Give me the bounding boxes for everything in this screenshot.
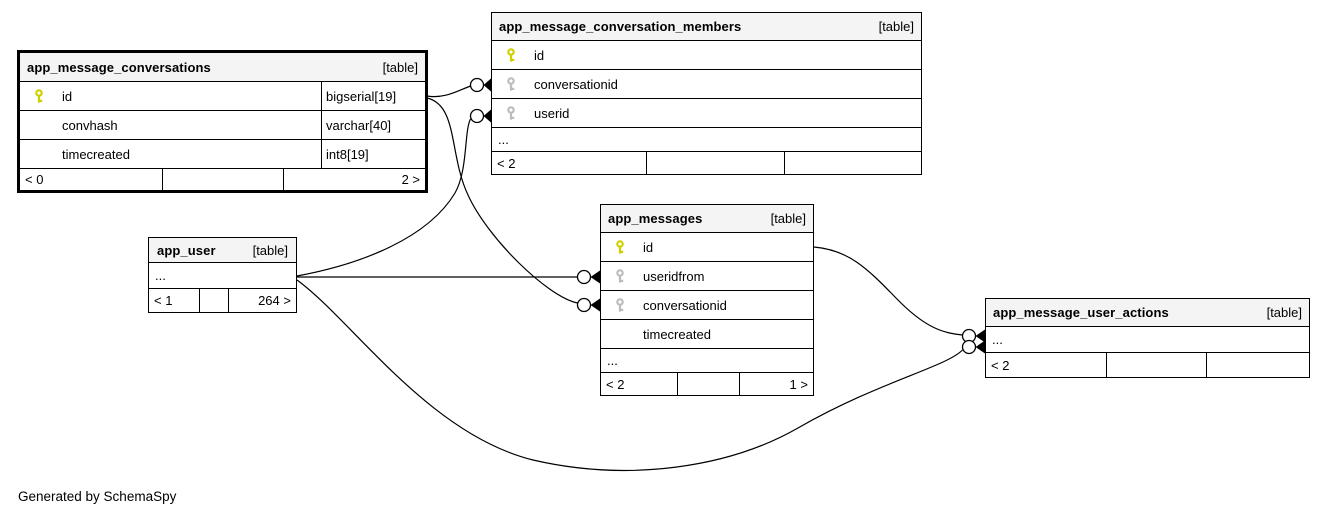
footer-child-count: 1 > xyxy=(738,373,813,395)
foreign-key-icon xyxy=(601,268,643,284)
relationship-line xyxy=(426,97,578,304)
column-row: userid xyxy=(492,99,921,128)
table-app-messages[interactable]: app_messages [table] id useridfrom conve… xyxy=(600,204,814,396)
column-row: id xyxy=(601,233,813,262)
table-app-message-conversation-members[interactable]: app_message_conversation_members [table]… xyxy=(491,12,922,175)
column-row: conversationid xyxy=(492,70,921,99)
column-name: timecreated xyxy=(643,326,711,342)
footer-spacer xyxy=(677,373,738,395)
table-footer: < 2 xyxy=(492,152,921,174)
column-name: id xyxy=(62,88,73,104)
primary-key-icon xyxy=(492,47,534,63)
table-footer: < 2 1 > xyxy=(601,373,813,395)
column-row: timecreated xyxy=(601,320,813,349)
zero-or-one-circle xyxy=(469,108,485,124)
table-tag: [table] xyxy=(382,59,418,75)
table-footer: < 2 xyxy=(986,353,1309,377)
relationship-line xyxy=(296,118,472,277)
footer-parent-count: < 2 xyxy=(497,155,516,171)
table-header: app_message_user_actions [table] xyxy=(986,299,1309,327)
table-tag: [table] xyxy=(1266,305,1302,320)
footer-child-count xyxy=(783,152,921,174)
foreign-key-icon xyxy=(492,76,534,92)
column-type: int8[19] xyxy=(321,140,425,168)
zero-or-one-circle xyxy=(576,297,592,313)
table-name[interactable]: app_messages xyxy=(608,211,703,226)
footer-spacer xyxy=(161,169,284,190)
crow-foot-arrow xyxy=(483,109,491,123)
table-name[interactable]: app_message_conversation_members xyxy=(499,19,742,34)
footer-spacer xyxy=(1105,353,1206,377)
relationship-line xyxy=(813,246,963,336)
table-name[interactable]: app_message_user_actions xyxy=(993,305,1169,320)
table-name[interactable]: app_user xyxy=(157,242,216,258)
table-name[interactable]: app_message_conversations xyxy=(27,59,211,75)
table-tag: [table] xyxy=(770,211,806,226)
column-row: timecreated int8[19] xyxy=(20,140,425,169)
column-name: conversationid xyxy=(534,76,618,92)
table-header: app_user [table] xyxy=(149,238,296,263)
footer-child-count xyxy=(1205,353,1309,377)
footer-spacer xyxy=(646,152,783,174)
table-app-user[interactable]: app_user [table] ... < 1 264 > xyxy=(148,237,297,313)
primary-key-icon xyxy=(601,239,643,255)
table-header: app_message_conversation_members [table] xyxy=(492,13,921,41)
column-name: useridfrom xyxy=(643,268,705,284)
table-tag: [table] xyxy=(878,19,914,34)
footer-parent-count: < 1 xyxy=(154,293,173,308)
column-row: id xyxy=(492,41,921,70)
column-name: convhash xyxy=(62,117,118,133)
column-name: id xyxy=(643,239,654,255)
zero-or-one-circle xyxy=(961,339,977,355)
zero-or-one-circle xyxy=(469,77,485,93)
column-row: conversationid xyxy=(601,291,813,320)
table-app-message-conversations[interactable]: app_message_conversations [table] id big… xyxy=(17,50,428,193)
column-name: timecreated xyxy=(62,146,130,162)
table-header: app_messages [table] xyxy=(601,205,813,233)
footer-child-count: 264 > xyxy=(228,289,296,312)
footer-parent-count: < 2 xyxy=(606,376,625,392)
footer-parent-count: < 0 xyxy=(25,172,44,187)
generated-by-note: Generated by SchemaSpy xyxy=(18,489,177,504)
table-tag: [table] xyxy=(252,242,288,258)
crow-foot-arrow xyxy=(483,78,491,92)
column-type: varchar[40] xyxy=(321,111,425,139)
column-row: useridfrom xyxy=(601,262,813,291)
footer-spacer xyxy=(198,289,228,312)
table-footer: < 0 2 > xyxy=(20,169,425,190)
table-footer: < 1 264 > xyxy=(149,289,296,312)
foreign-key-icon xyxy=(601,297,643,313)
crow-foot-arrow xyxy=(590,298,600,312)
column-row: convhash varchar[40] xyxy=(20,111,425,140)
table-header: app_message_conversations [table] xyxy=(20,53,425,82)
table-app-message-user-actions[interactable]: app_message_user_actions [table] ... < 2 xyxy=(985,298,1310,378)
column-row: id bigserial[19] xyxy=(20,82,425,111)
collapsed-columns-row: ... xyxy=(492,128,921,152)
collapsed-columns-row: ... xyxy=(149,263,296,289)
column-name: userid xyxy=(534,105,570,121)
collapsed-columns-row: ... xyxy=(986,327,1309,353)
crow-foot-arrow xyxy=(975,340,985,354)
relationship-line xyxy=(426,85,471,98)
primary-key-icon xyxy=(20,88,62,104)
foreign-key-icon xyxy=(492,105,534,121)
footer-parent-count: < 2 xyxy=(991,357,1010,373)
column-type: bigserial[19] xyxy=(321,82,425,110)
footer-child-count: 2 > xyxy=(283,169,425,190)
crow-foot-arrow xyxy=(590,270,600,284)
relationship-line xyxy=(296,279,963,471)
collapsed-columns-row: ... xyxy=(601,349,813,373)
column-name: conversationid xyxy=(643,297,727,313)
zero-or-one-circle xyxy=(576,269,592,285)
crow-foot-arrow xyxy=(975,329,985,343)
column-name: id xyxy=(534,47,545,63)
